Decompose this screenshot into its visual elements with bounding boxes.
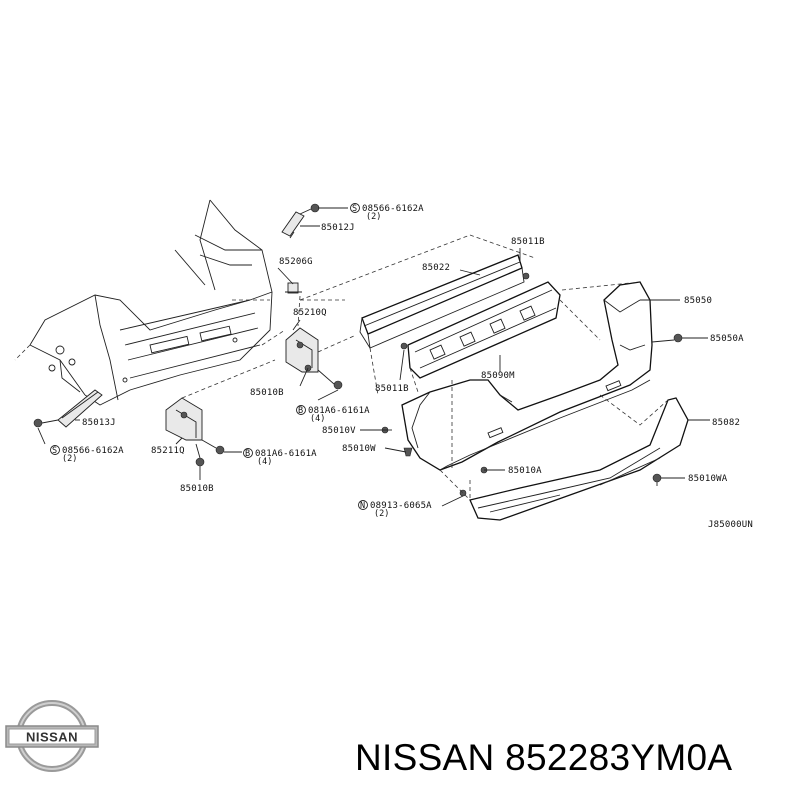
fastener-type-marker: B (298, 406, 303, 416)
label-08913: 08913-6065A (370, 501, 432, 511)
label-85090M: 85090M (481, 371, 515, 381)
side-bracket-85013J (33, 389, 103, 428)
fastener-type-marker: N (360, 501, 365, 511)
part-caption: NISSAN 852283YM0A (355, 737, 733, 778)
label-85012J: 85012J (321, 223, 355, 233)
label-85082: 85082 (712, 418, 740, 428)
qty-081A6-bottom: (4) (257, 457, 272, 467)
lower-diffuser-85082 (469, 397, 689, 521)
qty-08566-bottom: (2) (62, 454, 77, 464)
label-85013J: 85013J (82, 418, 116, 428)
label-85010B-mid: 85010B (250, 388, 284, 398)
fastener-type-marker: B (245, 449, 250, 459)
energy-absorber-85090M (400, 272, 561, 379)
label-08566-bottom: 08566-6162A (62, 446, 124, 456)
label-08566-top: 08566-6162A (362, 204, 424, 214)
label-85050: 85050 (684, 296, 712, 306)
label-081A6-mid: 081A6-6161A (308, 406, 370, 416)
fasteners (380, 426, 488, 497)
label-85210Q: 85210Q (293, 308, 327, 318)
label-081A6-bottom: 081A6-6161A (255, 449, 317, 459)
label-85011B-top: 85011B (511, 237, 545, 247)
nissan-logo: NISSAN (5, 700, 99, 772)
assembly-dash-lines (181, 234, 669, 501)
label-85010W: 85010W (342, 444, 376, 454)
label-85010B-bottom: 85010B (180, 484, 214, 494)
qty-08566-top: (2) (366, 212, 381, 222)
rear-body-panel (14, 199, 273, 406)
side-bracket-85012J (281, 203, 320, 239)
fastener-type-marker: S (52, 446, 57, 456)
qty-081A6-mid: (4) (310, 414, 325, 424)
label-85011B-low: 85011B (375, 384, 409, 394)
fastener-type-marker: S (352, 204, 357, 214)
drawing-code: J85000UN (708, 520, 753, 530)
label-85022: 85022 (422, 263, 450, 273)
label-85010V: 85010V (322, 426, 356, 436)
logo-wordmark: NISSAN (26, 730, 78, 745)
label-85211Q: 85211Q (151, 446, 185, 456)
label-85010WA: 85010WA (688, 474, 728, 484)
label-85050A: 85050A (710, 334, 744, 344)
part-labels: S 08566-6162A (2) 85012J 85206G 85011B 8… (50, 203, 753, 530)
clip-85206G (285, 282, 302, 294)
rear-bumper-fascia-85050 (401, 281, 683, 471)
label-85206G: 85206G (279, 257, 313, 267)
mount-bracket-85211Q (165, 397, 225, 467)
leader-lines (37, 207, 710, 507)
qty-08913: (2) (374, 509, 389, 519)
label-85010A: 85010A (508, 466, 542, 476)
mount-bracket-85210Q (285, 327, 343, 390)
